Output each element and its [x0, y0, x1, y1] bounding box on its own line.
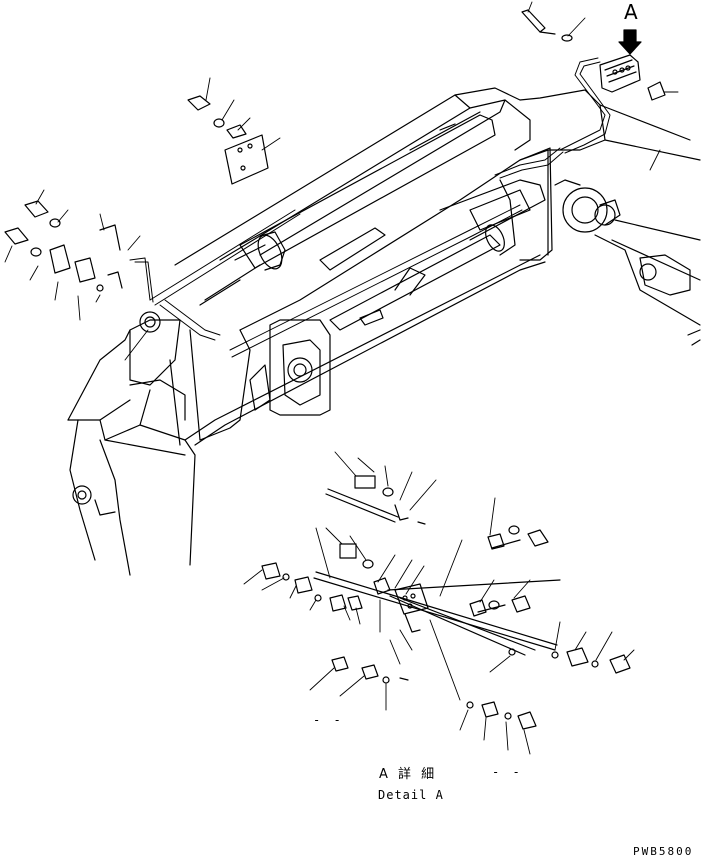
dash-mark-left: - - — [313, 713, 344, 727]
dash-mark-right: - - — [492, 765, 523, 779]
loose-parts-top — [5, 10, 572, 291]
arm-assembly — [68, 330, 195, 575]
boom-cylinder-lower — [330, 190, 530, 330]
hose-lines — [130, 58, 610, 357]
leader-lines — [5, 2, 678, 754]
valve-block-a — [600, 55, 665, 100]
view-a-arrow — [619, 30, 641, 54]
swing-bracket — [555, 180, 700, 345]
drawing-code: PWB5800 — [633, 845, 694, 858]
view-a-label: A — [624, 0, 638, 24]
boom-assembly — [130, 88, 700, 445]
detail-caption-english: Detail A — [378, 788, 444, 802]
boom-cylinder-upper — [200, 112, 495, 305]
detail-a — [262, 476, 630, 729]
detail-caption-japanese: A 詳 細 — [379, 767, 438, 782]
